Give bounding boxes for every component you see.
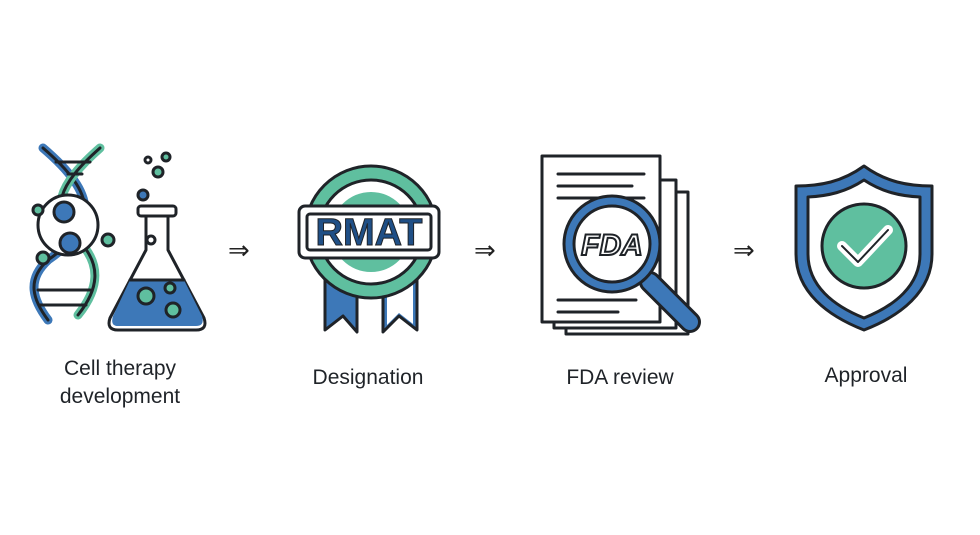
document-magnifier-icon: FDA <box>540 154 701 336</box>
dna-flask-icon <box>29 143 207 332</box>
step-label-approval: Approval <box>824 364 908 387</box>
rmat-badge-icon: RMAT <box>297 164 441 334</box>
arrow-1: ⇒ <box>228 236 250 266</box>
step-label-development: Cell therapy development <box>59 357 181 408</box>
fda-logo-text: FDA <box>581 229 643 262</box>
arrow-2: ⇒ <box>474 236 496 266</box>
shield-check-icon <box>794 164 934 332</box>
badge-text: RMAT <box>316 212 423 254</box>
step-label-fda-review: FDA review <box>566 366 674 389</box>
arrow-3: ⇒ <box>733 236 755 266</box>
step-label-designation: Designation <box>312 366 424 389</box>
